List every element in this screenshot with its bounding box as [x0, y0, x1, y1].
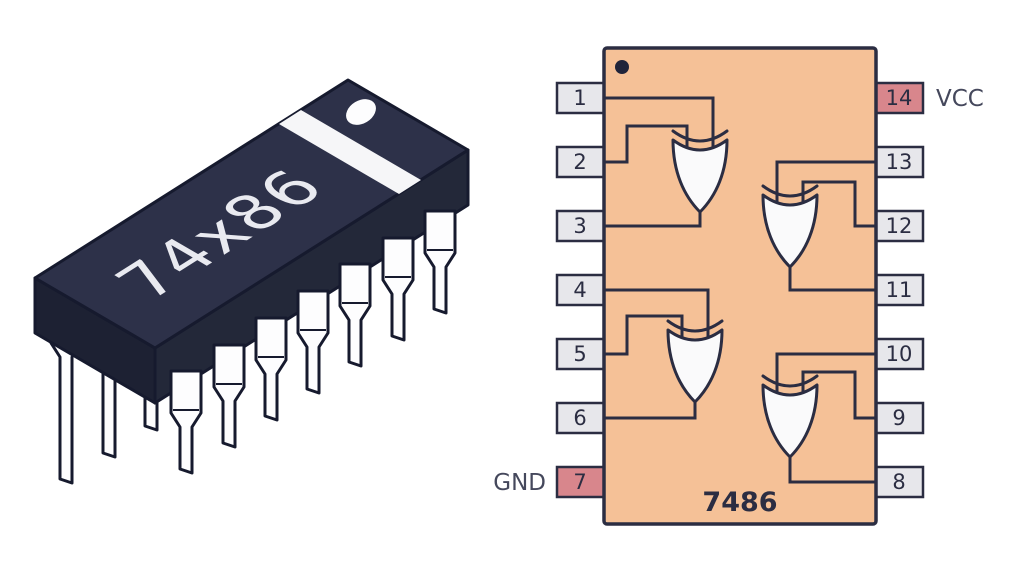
pin-box-5: [555, 337, 606, 371]
pin-box-11: [874, 273, 925, 307]
xor-gate-body: [761, 193, 819, 269]
pin-number-12: 12: [886, 214, 913, 238]
pin-box-14-vcc: [874, 81, 925, 115]
pin-number-2: 2: [573, 150, 586, 174]
pin-number-1: 1: [573, 86, 586, 110]
xor-gate-body: [666, 328, 724, 404]
wire-gate2-pin6: [604, 402, 697, 420]
xor-gate-input-curve: [761, 374, 819, 388]
pin-number-14: 14: [886, 86, 913, 110]
pin-box-9: [874, 401, 925, 435]
xor-gates: [666, 129, 819, 459]
left-pin-boxes: [555, 81, 606, 499]
pin-number-6: 6: [573, 406, 586, 430]
pin-number-11: 11: [886, 278, 913, 302]
wire-gate4-pin8: [788, 457, 876, 484]
dip-pin: [423, 209, 457, 315]
right-pin-numbers: 14 13 12 11 10 9 8: [886, 86, 913, 494]
left-pin-numbers: 1 2 3 4 5 6 7: [573, 86, 586, 494]
ic-body: [602, 46, 878, 526]
xor-gate-body: [671, 138, 729, 214]
dip-pin: [254, 316, 288, 422]
xor-gate-1: [671, 129, 729, 214]
wire-pin13-gate3: [775, 160, 876, 215]
pin-box-7-gnd: [555, 465, 606, 499]
xor-gate-input-curve: [671, 129, 729, 143]
pin-number-8: 8: [892, 470, 905, 494]
chip-3d-illustration: 74x86: [33, 78, 470, 485]
pin-number-13: 13: [886, 150, 913, 174]
pin-number-4: 4: [573, 278, 586, 302]
xor-gate-body: [761, 383, 819, 459]
dip-pin: [338, 262, 372, 368]
pin1-dimple: [346, 99, 376, 125]
pin-box-6: [555, 401, 606, 435]
package-stripe: [279, 110, 421, 194]
vcc-label: VCC: [936, 86, 984, 112]
pin-box-2: [555, 145, 606, 179]
dip-pin: [212, 343, 246, 449]
pin1-indicator-dot: [615, 60, 629, 74]
pin-number-9: 9: [892, 406, 905, 430]
ic-part-number: 7486: [702, 487, 777, 518]
dip-pin: [169, 369, 203, 475]
pin-crease-lines: [173, 249, 453, 411]
dip-pin: [381, 236, 415, 342]
wire-pin10-gate4: [775, 352, 876, 405]
pin-number-3: 3: [573, 214, 586, 238]
xor-gate-input-curve: [761, 184, 819, 198]
wire-gate1-pin3: [604, 212, 702, 228]
gnd-label: GND: [493, 470, 546, 496]
xor-gate-3: [761, 184, 819, 269]
pin-box-13: [874, 145, 925, 179]
dip-pin: [296, 289, 330, 395]
pin-box-3: [555, 209, 606, 243]
pin-box-10: [874, 337, 925, 371]
pin-number-5: 5: [573, 342, 586, 366]
xor-gate-4: [761, 374, 819, 459]
pin-number-7: 7: [573, 470, 586, 494]
front-pins: [169, 209, 457, 475]
pin-box-1: [555, 81, 606, 115]
wire-gate3-pin11: [788, 267, 876, 292]
pinout-diagram: 1 2 3 4 5 6 7 14 13 12 11 10 9 8 GND VCC…: [493, 46, 984, 526]
pin-box-4: [555, 273, 606, 307]
pin-number-10: 10: [886, 342, 913, 366]
xor-gate-2: [666, 319, 724, 404]
xor-gate-input-curve: [666, 319, 724, 333]
